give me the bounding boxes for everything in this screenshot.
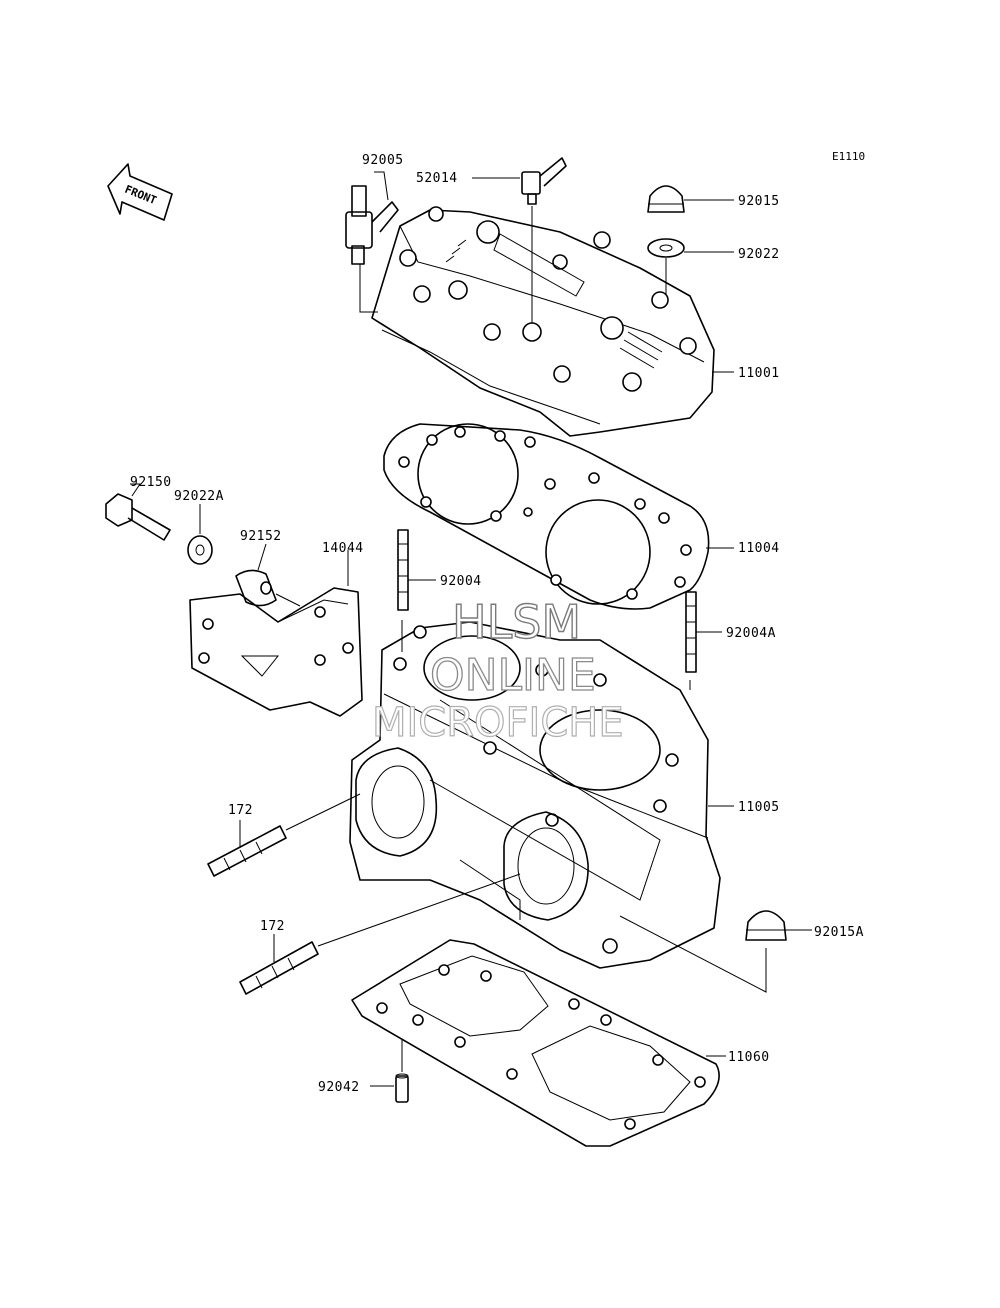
- washer-92022A: [187, 535, 213, 565]
- fitting-52014: [521, 157, 567, 205]
- label-92004: 92004: [440, 574, 482, 589]
- label-92004A: 92004A: [726, 626, 776, 641]
- label-92015: 92015: [738, 194, 780, 209]
- watermark: HLSM ONLINE MICROFICHE: [371, 594, 624, 746]
- cylinder-block-11005: [349, 621, 721, 969]
- front-arrow-icon: FRONT: [107, 163, 173, 221]
- washer-92022: [647, 238, 685, 258]
- cap-nut-92015A: [745, 910, 787, 941]
- label-92150: 92150: [130, 475, 172, 490]
- label-172-upper: 172: [228, 803, 253, 818]
- base-gasket-11060: [351, 939, 720, 1147]
- label-92022: 92022: [738, 247, 780, 262]
- diagram-code: E1110: [832, 150, 865, 163]
- cap-nut-92015: [647, 185, 685, 213]
- fitting-92005: [345, 185, 399, 265]
- label-11060: 11060: [728, 1050, 770, 1065]
- label-92042: 92042: [318, 1080, 360, 1095]
- stud-92004: [397, 529, 409, 611]
- label-52014: 52014: [416, 171, 458, 186]
- label-172-lower: 172: [260, 919, 285, 934]
- stud-92004A: [685, 591, 697, 673]
- bolt-92150: [105, 493, 171, 541]
- label-14044: 14044: [322, 541, 364, 556]
- bracket-14044: [189, 587, 363, 717]
- label-11004: 11004: [738, 541, 780, 556]
- label-92152: 92152: [240, 529, 282, 544]
- watermark-line-1: HLSM: [452, 595, 581, 649]
- watermark-line-3: MICROFICHE: [372, 700, 624, 746]
- stud-172-lower: [239, 941, 319, 995]
- label-92015A: 92015A: [814, 925, 864, 940]
- label-11005: 11005: [738, 800, 780, 815]
- cylinder-head-11001: [371, 206, 715, 437]
- dowel-92042: [395, 1073, 409, 1103]
- label-11001: 11001: [738, 366, 780, 381]
- label-92005: 92005: [362, 153, 404, 168]
- head-gasket-11004: [383, 423, 710, 610]
- stud-172-upper: [207, 825, 287, 877]
- collar-92152: [235, 569, 277, 607]
- label-92022A: 92022A: [174, 489, 224, 504]
- watermark-line-2: ONLINE: [430, 650, 596, 701]
